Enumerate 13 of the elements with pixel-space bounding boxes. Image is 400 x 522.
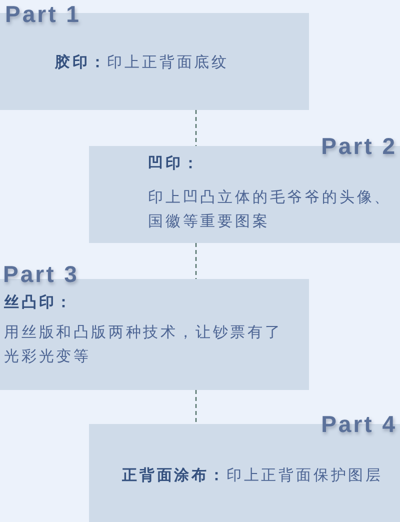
step-description: 印上凹凸立体的毛爷爷的头像、国徽等重要图案 xyxy=(148,187,393,232)
step-title: 丝凸印： xyxy=(4,292,74,313)
step-title: 凹印： xyxy=(148,153,200,174)
part-heading: Part 3 xyxy=(3,261,79,287)
dashed-connector xyxy=(195,110,197,146)
step-description: 胶印：印上正背面底纹 xyxy=(55,52,230,73)
part-heading: Part 1 xyxy=(5,1,81,27)
step-description: 正背面涂布：印上正背面保护图层 xyxy=(122,465,384,486)
step-description: 用丝版和凸版两种技术，让钞票有了光彩光变等 xyxy=(4,322,284,367)
dashed-connector xyxy=(195,390,197,424)
part-heading: Part 4 xyxy=(321,411,397,437)
part-heading: Part 2 xyxy=(321,133,397,159)
dashed-connector xyxy=(195,243,197,279)
